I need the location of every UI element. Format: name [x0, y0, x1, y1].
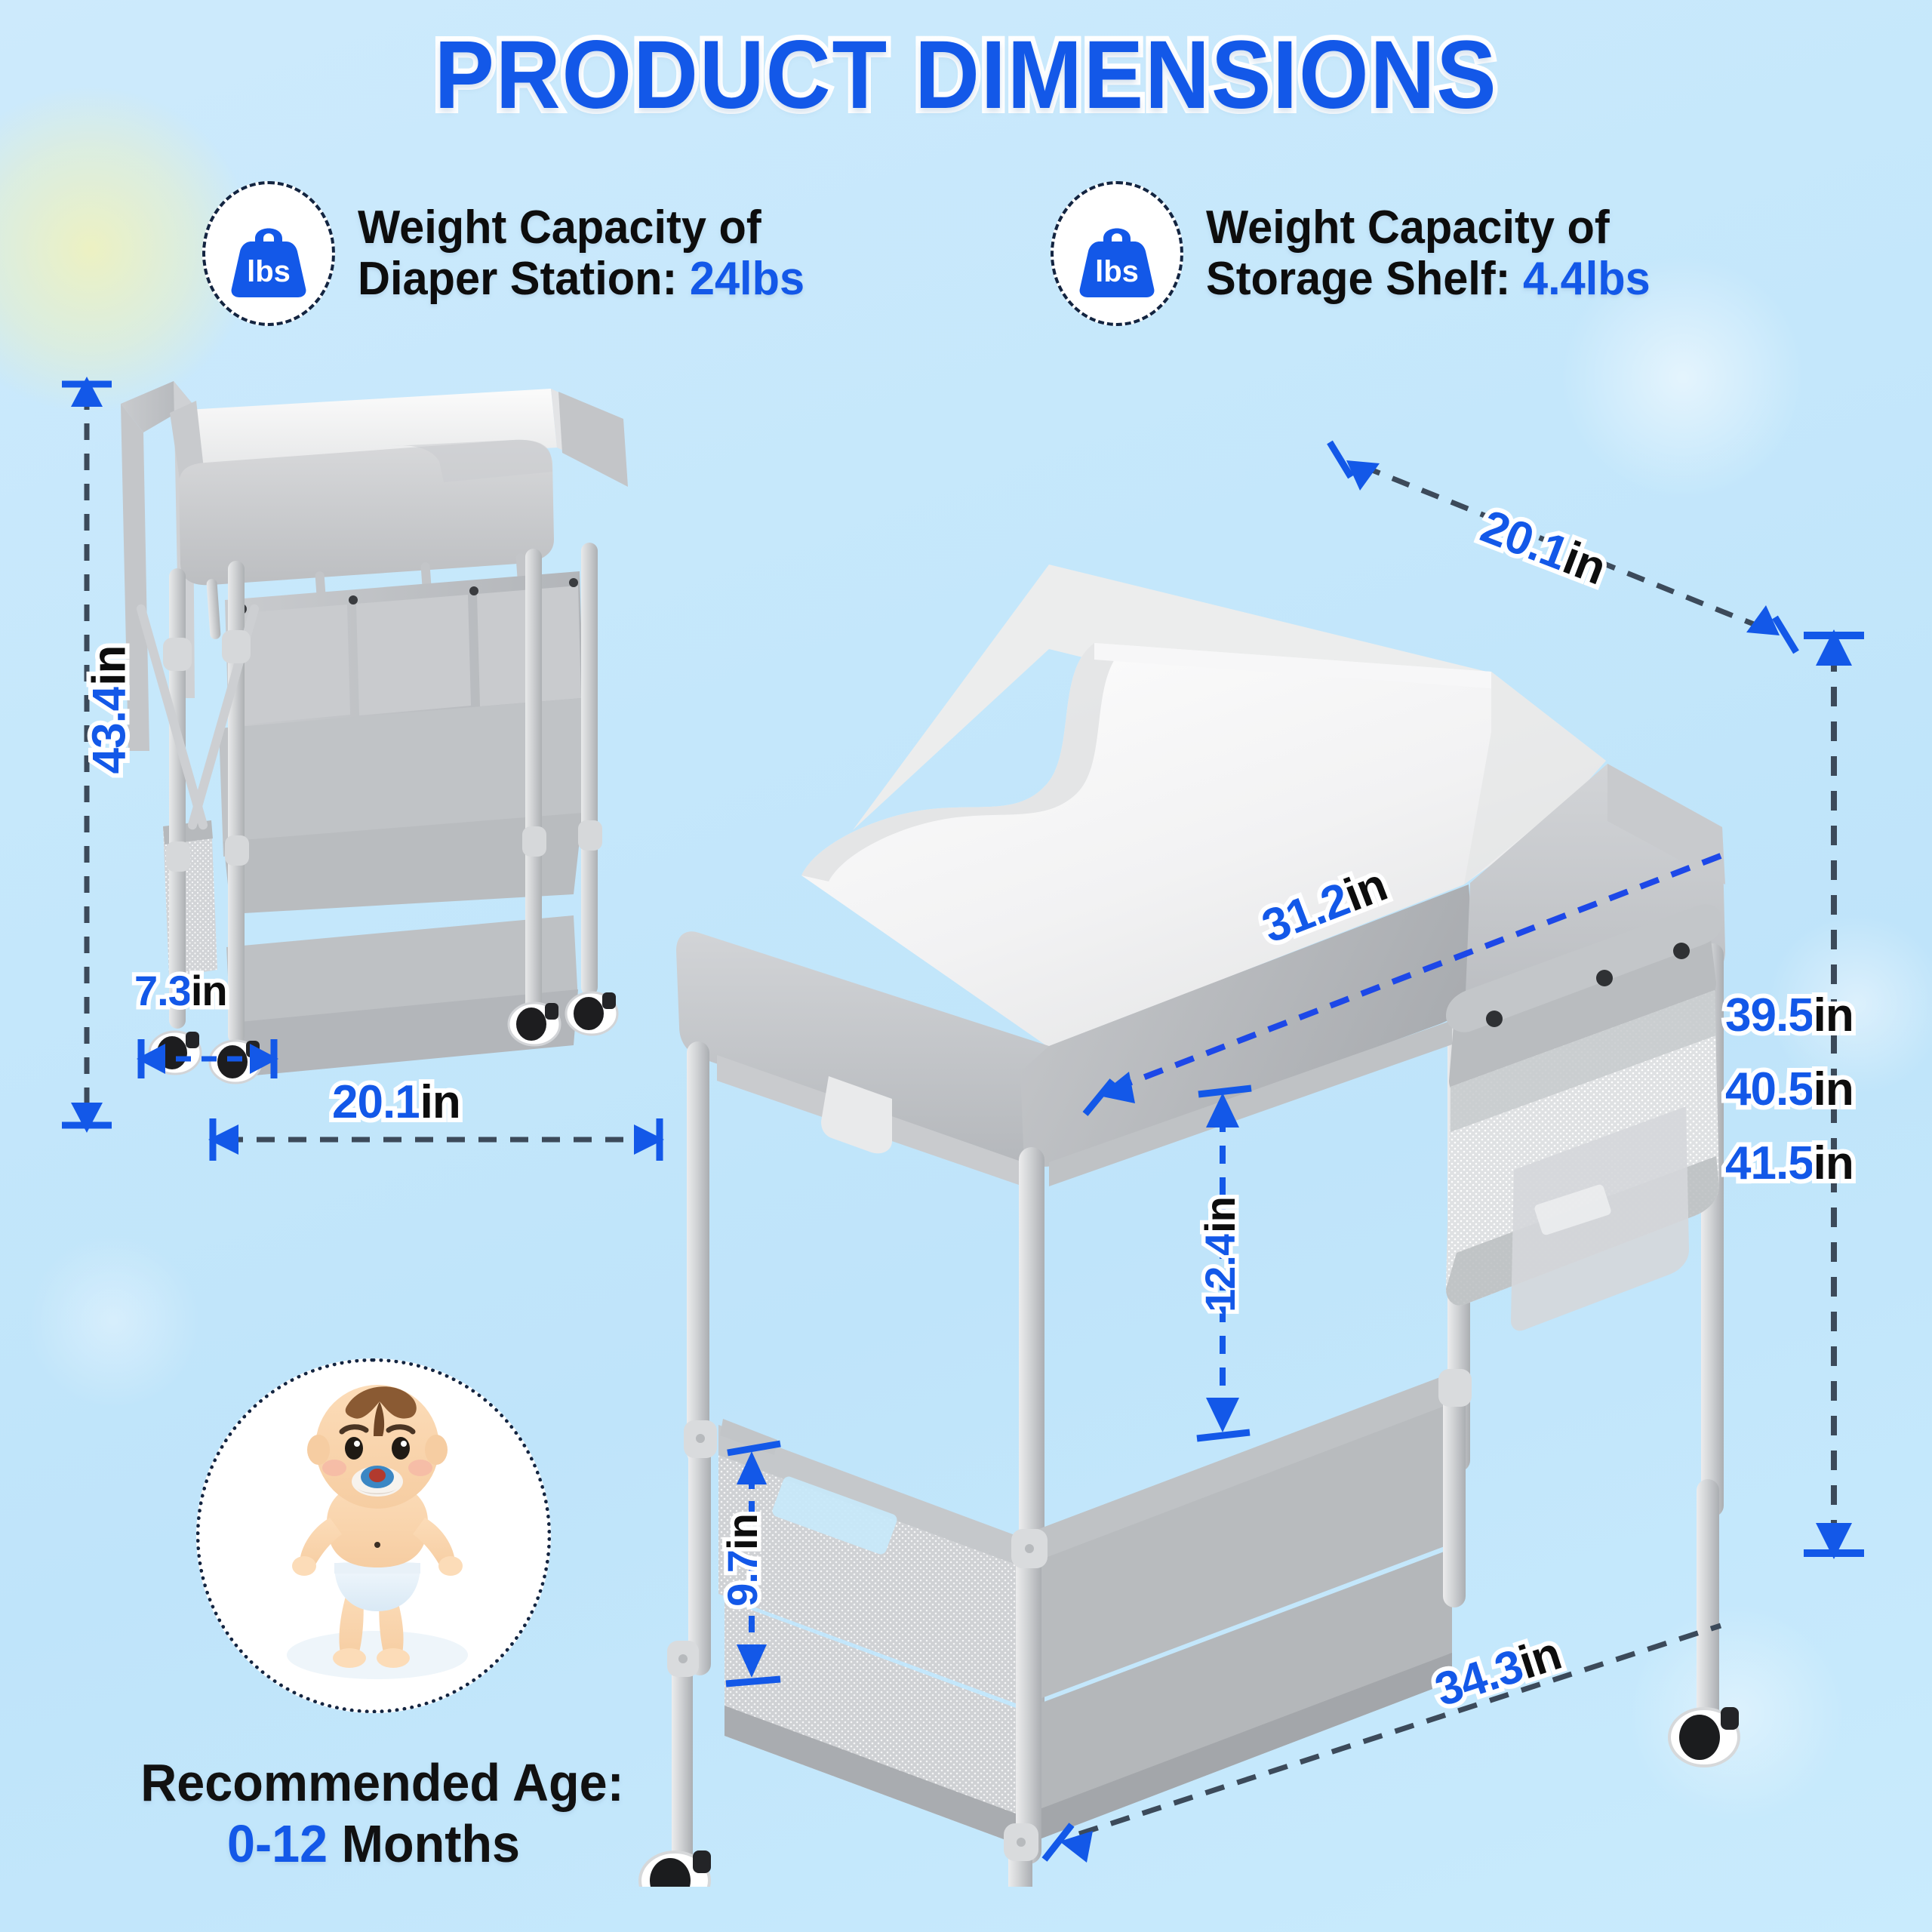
weight-capacity-diaper-station: lbs Weight Capacity of Diaper Station: 2… — [202, 181, 823, 326]
dimension-line-pad-length — [1082, 853, 1722, 1116]
recommended-age-caption: Recommended Age: 0-12 Months — [140, 1752, 624, 1875]
badge-value: 24lbs — [689, 253, 805, 305]
weight-glyph: lbs — [1051, 181, 1183, 326]
badge-line-2-prefix: Diaper Station: — [358, 253, 690, 305]
dimension-line-overall-length — [1041, 1623, 1722, 1863]
badge-line-1: Weight Capacity of — [358, 201, 761, 254]
dimension-height-high: 41.5in — [1721, 1133, 1859, 1194]
dimension-shelf-clearance: 9.7in — [714, 1510, 770, 1611]
dimension-height-low: 39.5in — [1721, 985, 1859, 1046]
main-product-illustration — [626, 423, 1804, 1932]
baby-icon — [196, 1358, 551, 1713]
svg-text:lbs: lbs — [247, 255, 291, 288]
badge-line-2: Diaper Station: 24lbs — [358, 253, 805, 305]
dimension-basket-height: 12.4in — [1192, 1193, 1247, 1317]
weight-lbs-icon: lbs — [1051, 181, 1183, 326]
dimension-folded-depth: 7.3in — [131, 963, 232, 1019]
badge-text: Weight Capacity of Storage Shelf: 4.4lbs — [1206, 202, 1651, 305]
weight-glyph: lbs — [202, 181, 335, 326]
badge-line-1: Weight Capacity of — [1206, 201, 1610, 254]
badge-line-2: Storage Shelf: 4.4lbs — [1206, 253, 1651, 305]
age-line-1: Recommended Age: — [140, 1753, 624, 1812]
dimension-line-shelf-clearance — [725, 1440, 781, 1687]
age-line-2: 0-12 Months — [140, 1814, 607, 1875]
dimension-line-folded-width — [208, 1118, 664, 1161]
dimension-line-heights — [1804, 629, 1864, 1559]
badge-value: 4.4lbs — [1523, 253, 1651, 305]
age-value: 0-12 — [227, 1814, 328, 1874]
weight-capacity-storage-shelf: lbs Weight Capacity of Storage Shelf: 4.… — [1051, 181, 1669, 326]
dimension-line-pad-depth — [1327, 440, 1799, 654]
dimension-folded-height: 43.4in — [78, 641, 140, 779]
weight-lbs-icon: lbs — [202, 181, 335, 326]
dimension-height-mid: 40.5in — [1721, 1059, 1859, 1120]
folded-product-illustration — [91, 374, 687, 1196]
page-title: PRODUCT DIMENSIONS — [429, 16, 1501, 134]
svg-text:lbs: lbs — [1095, 255, 1139, 288]
badge-text: Weight Capacity of Diaper Station: 24lbs — [358, 202, 804, 305]
recommended-age-block: Recommended Age: 0-12 Months — [128, 1358, 624, 1875]
dimension-line-folded-height — [62, 377, 112, 1133]
badge-line-2-prefix: Storage Shelf: — [1206, 253, 1524, 305]
age-suffix: Months — [328, 1814, 520, 1874]
dimension-line-basket-height — [1196, 1084, 1252, 1442]
dimension-folded-width: 20.1in — [328, 1072, 466, 1133]
dimension-line-folded-depth — [137, 1039, 278, 1078]
